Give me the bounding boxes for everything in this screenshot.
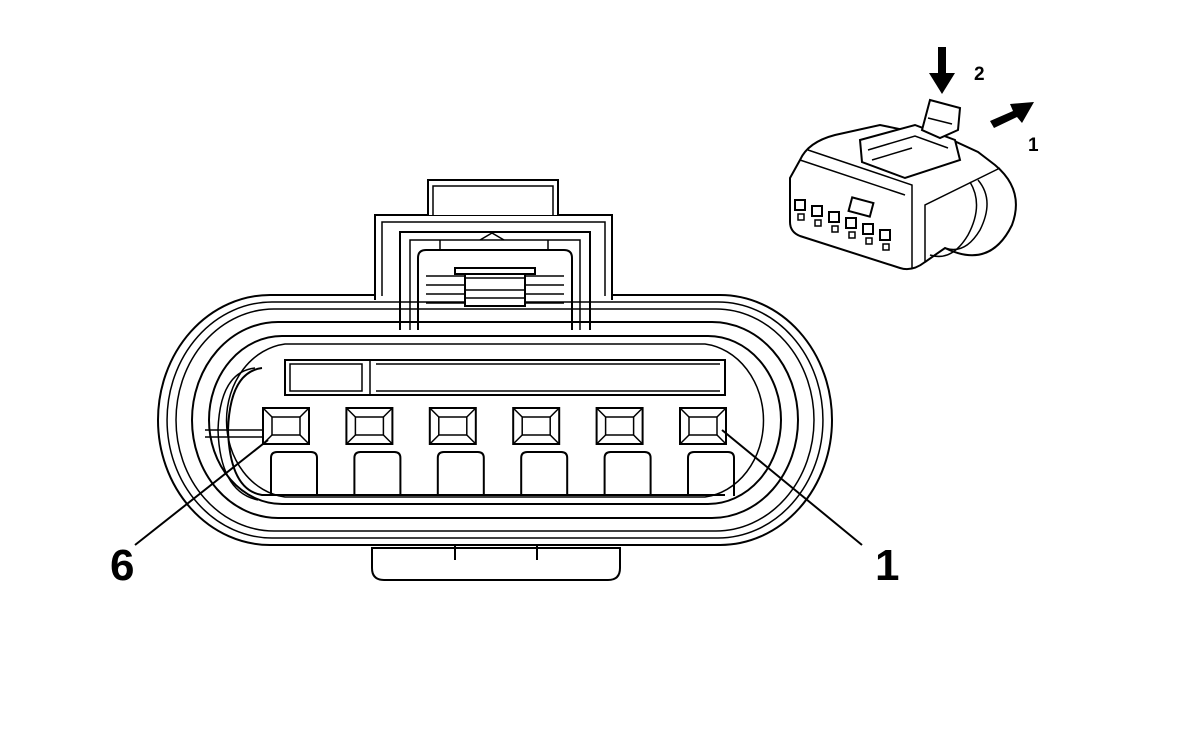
pin-cavity-1	[679, 407, 735, 496]
leader-line-pin-1	[721, 429, 863, 546]
pin-cavity-4	[428, 407, 485, 496]
pin-1-label: 1	[875, 541, 899, 590]
keying-slot	[284, 359, 726, 396]
pin-cavity-6	[262, 407, 318, 496]
iso-press-tab	[920, 98, 962, 140]
leader-line-pin-6	[134, 439, 269, 546]
arrow-up-right-icon	[990, 102, 1034, 128]
housing-outline	[157, 294, 833, 546]
connector-face-view: 6 1	[110, 179, 899, 590]
latch-button	[464, 269, 526, 307]
pin-cavity-2	[595, 407, 652, 496]
pin-cavity-5	[345, 407, 402, 496]
iso-pin-holes	[794, 199, 891, 251]
step-1-label: 1	[1028, 135, 1039, 156]
unlock-detail-view: 2 1	[789, 47, 1039, 271]
pin-6-label: 6	[110, 541, 134, 590]
arrow-down-icon	[929, 47, 955, 94]
iso-latch	[858, 123, 962, 180]
latch-housing	[374, 179, 613, 330]
step-2-label: 2	[974, 64, 985, 85]
pin-cavities	[262, 407, 735, 496]
pin-cavity-3	[512, 407, 569, 496]
bottom-tab	[371, 547, 621, 581]
